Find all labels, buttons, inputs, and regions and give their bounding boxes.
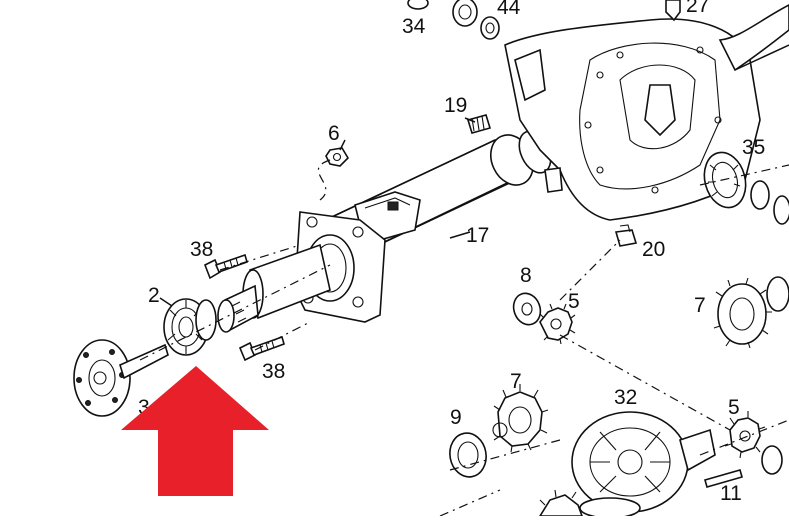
callout-2: 2 (148, 284, 160, 307)
callout-38-lower: 38 (262, 360, 285, 383)
callout-7-upper: 7 (694, 294, 706, 317)
up-arrow-icon (121, 366, 269, 496)
callout-9: 9 (450, 406, 462, 429)
callout-3: 3 (138, 396, 150, 419)
axle-spindle (217, 243, 331, 333)
wheel-bearing-2 (163, 298, 217, 356)
bolt-38-lower (238, 335, 285, 362)
callout-17: 17 (466, 224, 489, 247)
thrust-washer-8 (512, 292, 542, 326)
side-gear-7-upper (713, 276, 789, 349)
callout-7-lower: 7 (510, 370, 522, 393)
callout-8: 8 (520, 264, 532, 287)
washer-44 (480, 16, 500, 40)
drain-plug-20 (614, 224, 638, 247)
bearing-35 (703, 151, 789, 225)
callout-27: 27 (686, 0, 709, 17)
callout-6: 6 (328, 122, 340, 145)
leader-lines (139, 117, 789, 517)
callout-19: 19 (444, 94, 467, 117)
callout-5-upper: 5 (568, 290, 580, 313)
pinion-gear-5-lower (724, 411, 783, 475)
axle-shaft-3 (73, 339, 169, 417)
callout-34: 34 (402, 15, 426, 38)
fitting-27 (665, 0, 681, 22)
callout-35: 35 (742, 136, 765, 159)
callout-labels: 34 44 27 19 6 35 17 20 38 8 5 7 2 38 7 3… (138, 0, 765, 505)
callout-44: 44 (497, 0, 521, 19)
pinion-gear-5-upper (539, 303, 576, 345)
callout-38-upper: 38 (190, 238, 213, 261)
callout-32: 32 (614, 386, 637, 409)
callout-20: 20 (642, 238, 665, 261)
lower-gear-partial (538, 489, 584, 517)
seal-34 (407, 0, 478, 27)
callout-5-lower: 5 (728, 396, 740, 419)
differential-housing (504, 4, 789, 221)
differential-case-32 (571, 411, 716, 519)
thrust-washer-9 (449, 432, 487, 478)
side-gear-7-lower (492, 384, 549, 453)
nut-6 (325, 147, 350, 167)
cross-pin-11 (704, 469, 743, 488)
callout-11: 11 (720, 482, 742, 505)
breather-19 (466, 114, 492, 134)
